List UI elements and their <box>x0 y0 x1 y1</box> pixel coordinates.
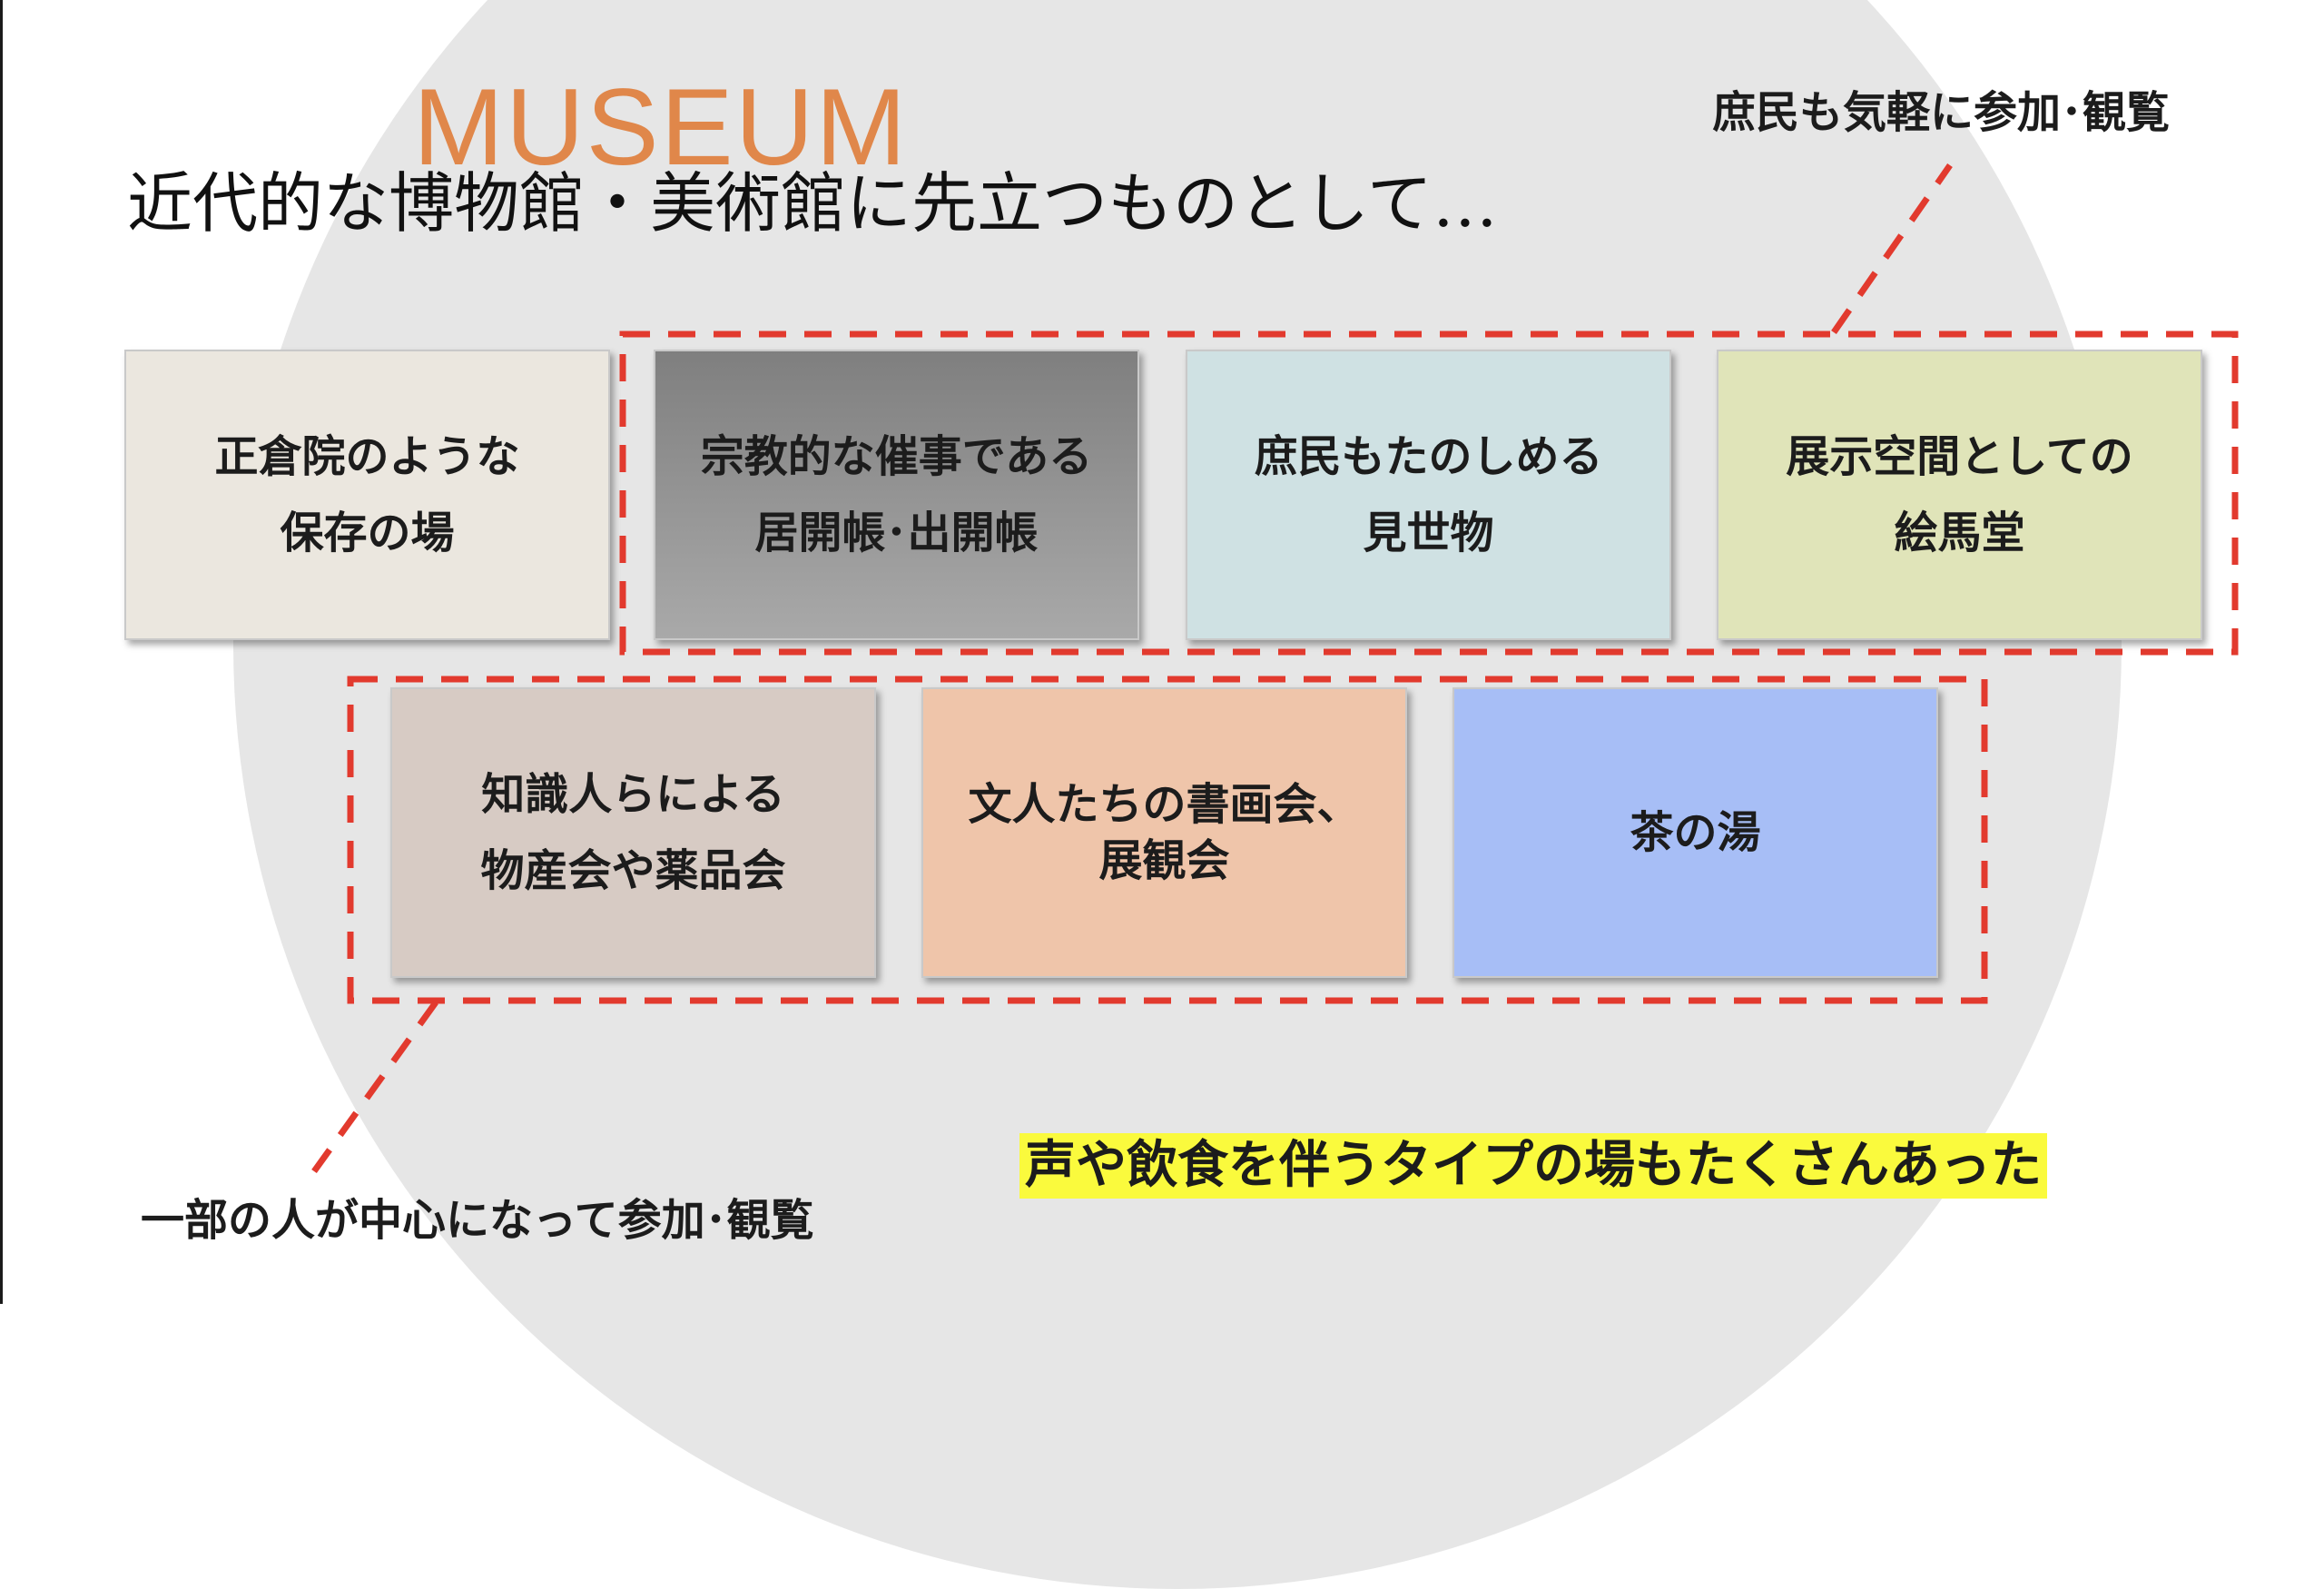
box-line: 見世物 <box>1363 508 1494 558</box>
box-emado: 展示空間としての 絵馬堂 <box>1717 350 2202 640</box>
box-line: 茶の湯 <box>1630 807 1761 858</box>
highlight-note: 声や飲食を伴うタイプの場もたくさんあった <box>1019 1133 2047 1199</box>
box-line: 展観会 <box>1098 835 1230 886</box>
callout-line-top <box>1831 163 1953 334</box>
box-line: 庶民もたのしめる <box>1254 431 1603 482</box>
brand-title: MUSEUM <box>413 66 909 188</box>
box-line: 宗教的な催事である <box>700 431 1093 482</box>
group-outlines <box>311 163 2239 1174</box>
box-chanoyu: 茶の湯 <box>1452 687 1938 978</box>
box-line: 居開帳･出開帳 <box>754 508 1039 558</box>
box-line: 正倉院のような <box>214 431 520 482</box>
box-line: 保存の場 <box>280 508 455 558</box>
box-bussankai: 知識人らによる 物産会や薬品会 <box>390 687 876 978</box>
callout-bottom-text: 一部の人が中心になって参加･観覧 <box>141 1195 814 1246</box>
left-edge-line <box>0 0 3 1304</box>
dashed-group-top <box>619 331 2239 656</box>
slide-subtitle: 近代的な博物館・美術館に先立つものとして… <box>127 165 1498 242</box>
box-line: 文人たちの書画会、 <box>968 779 1361 830</box>
box-line: 展示空間としての <box>1786 431 2133 482</box>
box-line: 物産会や薬品会 <box>480 845 786 896</box>
box-misemono: 庶民もたのしめる 見世物 <box>1186 350 1671 640</box>
box-shosoin: 正倉院のような 保存の場 <box>124 350 610 640</box>
box-line: 絵馬堂 <box>1894 508 2025 558</box>
callout-top-text: 庶民も気軽に参加･観覧 <box>1712 87 2171 138</box>
box-line: 知識人らによる <box>481 769 785 820</box>
dashed-group-bottom <box>347 676 1988 1004</box>
callout-line-bottom <box>311 1000 438 1174</box>
box-shogakai: 文人たちの書画会、 展観会 <box>921 687 1407 978</box>
box-kaicho: 宗教的な催事である 居開帳･出開帳 <box>654 350 1139 640</box>
